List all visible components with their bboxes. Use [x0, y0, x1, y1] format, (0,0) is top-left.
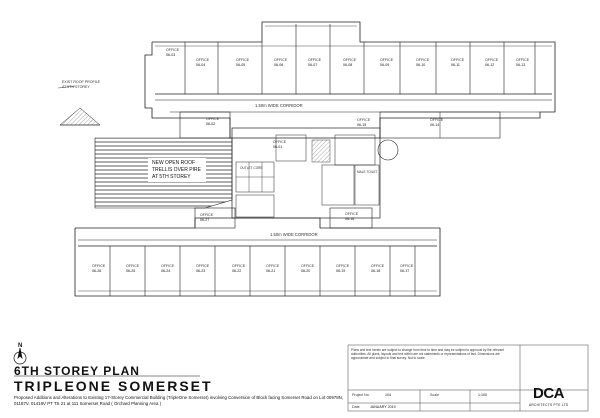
open-roof-trellis — [94, 137, 233, 209]
scale-value: 1:100 — [478, 393, 487, 397]
roof-label: NEW OPEN ROOF — [152, 160, 196, 166]
office-number: 06-11 — [451, 63, 460, 67]
top-wing — [144, 21, 556, 139]
project-no-value: 104 — [385, 393, 391, 397]
office-number: 06-24 — [161, 269, 171, 273]
office-label: OFFICE — [274, 58, 288, 62]
office-label: OFFICE — [266, 264, 280, 268]
office-number: 06-10 — [416, 63, 426, 67]
roof-label: AT 5TH STOREY — [152, 174, 191, 180]
office-number: 06-16 — [345, 217, 355, 221]
north-label: N — [18, 343, 23, 349]
office-number: 06-21 — [266, 269, 276, 273]
office-number: 06-07 — [308, 63, 318, 67]
title-block-notes: Plans and text herein are subject to cha… — [351, 348, 504, 361]
office-number: 06-01 — [273, 145, 283, 149]
office-number: 06-28 — [92, 269, 102, 273]
office-label: OFFICE — [161, 264, 175, 268]
office-number: 06-22 — [232, 269, 242, 273]
office-number: 06-14 — [430, 123, 440, 127]
title-block — [347, 344, 589, 412]
exist-roof-label: AT 5TH STOREY — [62, 85, 90, 89]
office-number: 06-12 — [485, 63, 495, 67]
office-label: OFFICE — [357, 118, 371, 122]
north-arrow — [13, 347, 27, 365]
office-number: 06-19 — [336, 269, 346, 273]
office-label: OFFICE — [345, 212, 359, 216]
office-number: 06-06 — [274, 63, 284, 67]
bottom-wing-outline — [74, 217, 441, 297]
office-number: 06-02 — [206, 122, 216, 126]
date-label: Date — [352, 405, 360, 409]
office-label: OFFICE — [400, 264, 414, 268]
office-number: 06-04 — [196, 63, 206, 67]
office-label: OFFICE — [371, 264, 385, 268]
office-label: OFFICE — [196, 264, 210, 268]
office-number: 06-17 — [400, 269, 410, 273]
office-label: OFFICE — [485, 58, 499, 62]
existing-roof-profile — [57, 85, 101, 126]
office-label: OFFICE — [301, 264, 315, 268]
drawing-title: 6TH STOREY PLAN — [14, 364, 140, 378]
office-label: OFFICE — [430, 118, 444, 122]
office-label: OFFICE — [416, 58, 430, 62]
office-label: OFFICE — [196, 58, 210, 62]
office-label: OFFICE — [92, 264, 106, 268]
office-label: OFFICE — [232, 264, 246, 268]
lift-lobby-label: OUTLET CORE — [240, 166, 263, 170]
bottom-wing — [74, 207, 441, 297]
stair-drum — [377, 139, 399, 161]
office-number: 06-05 — [236, 63, 246, 67]
office-label: OFFICE — [126, 264, 140, 268]
office-number: 06-20 — [301, 269, 311, 273]
male-toilet-label: MALE TOILET — [357, 170, 378, 174]
office-number: 06-08 — [343, 63, 353, 67]
corridor-label-bottom: 1.50m WIDE CORRIDOR — [270, 232, 318, 237]
scale-label: Scale — [430, 393, 439, 397]
project-no-label: Project No. — [352, 393, 370, 397]
office-label: OFFICE — [516, 58, 530, 62]
corridor-label-top: 1.50m WIDE CORRIDOR — [255, 103, 303, 108]
firm-subtitle: ARCHITECTS PTE LTD — [529, 403, 569, 407]
project-description: Proposed Additions and Alterations to Ex… — [14, 395, 344, 406]
office-label: OFFICE — [200, 213, 214, 217]
office-number: 06-13 — [516, 63, 526, 67]
firm-logo: DCA — [533, 385, 565, 402]
office-number: 06-03 — [166, 53, 176, 57]
office-number: 06-25 — [126, 269, 136, 273]
office-label: OFFICE — [380, 58, 394, 62]
office-number: 06-23 — [196, 269, 206, 273]
office-label: OFFICE — [336, 264, 350, 268]
date-value: JANUARY 2019 — [370, 405, 396, 409]
office-label: OFFICE — [206, 117, 220, 121]
office-label: OFFICE — [236, 58, 250, 62]
office-label: OFFICE — [166, 48, 180, 52]
exist-roof-label: EXIST ROOF PROFILE — [62, 80, 101, 84]
office-label: OFFICE — [273, 140, 287, 144]
office-label: OFFICE — [308, 58, 322, 62]
office-number: 06-27 — [200, 218, 210, 222]
office-label: OFFICE — [451, 58, 465, 62]
office-number: 06-09 — [380, 63, 390, 67]
office-number: 06-15 — [357, 123, 367, 127]
office-number: 06-18 — [371, 269, 381, 273]
roof-label: TRELLIS OVER PIRE — [152, 167, 201, 173]
project-name: TRIPLEONE SOMERSET — [14, 378, 213, 394]
office-label: OFFICE — [343, 58, 357, 62]
